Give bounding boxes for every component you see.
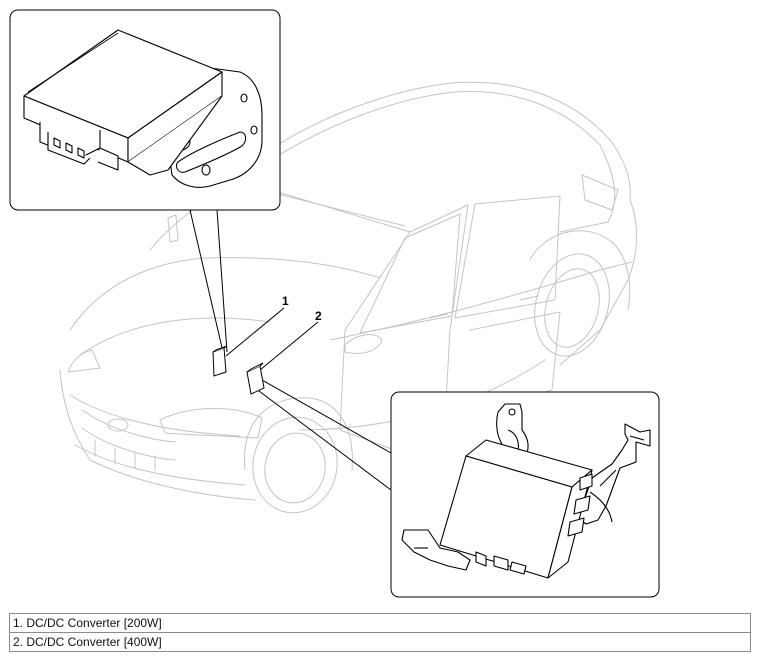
component-marker-1 — [212, 345, 228, 377]
legend-item-1: 1. DC/DC Converter [200W] — [9, 613, 751, 633]
legend-item-2: 2. DC/DC Converter [400W] — [9, 632, 751, 652]
leader-lines — [189, 209, 392, 491]
legend-table: 1. DC/DC Converter [200W] 2. DC/DC Conve… — [9, 613, 751, 652]
leader-line-upper-left — [189, 209, 224, 353]
leader-line-lower-top — [261, 379, 392, 454]
legend-row: 2. DC/DC Converter [400W] — [9, 632, 751, 652]
callout-number-1: 1 — [282, 294, 289, 308]
callout-number-2: 2 — [315, 309, 322, 323]
detail-view-converter-200w — [9, 9, 281, 211]
callout-leader-2 — [259, 321, 319, 371]
leader-line-lower-bottom — [254, 387, 392, 491]
component-location-diagram: 1 2 — [9, 9, 660, 598]
detail-view-converter-400w — [390, 391, 660, 598]
legend-row: 1. DC/DC Converter [200W] — [9, 613, 751, 633]
callout-leader-1 — [225, 307, 285, 357]
component-marker-2 — [246, 362, 265, 395]
leader-line-upper-right — [216, 209, 228, 353]
